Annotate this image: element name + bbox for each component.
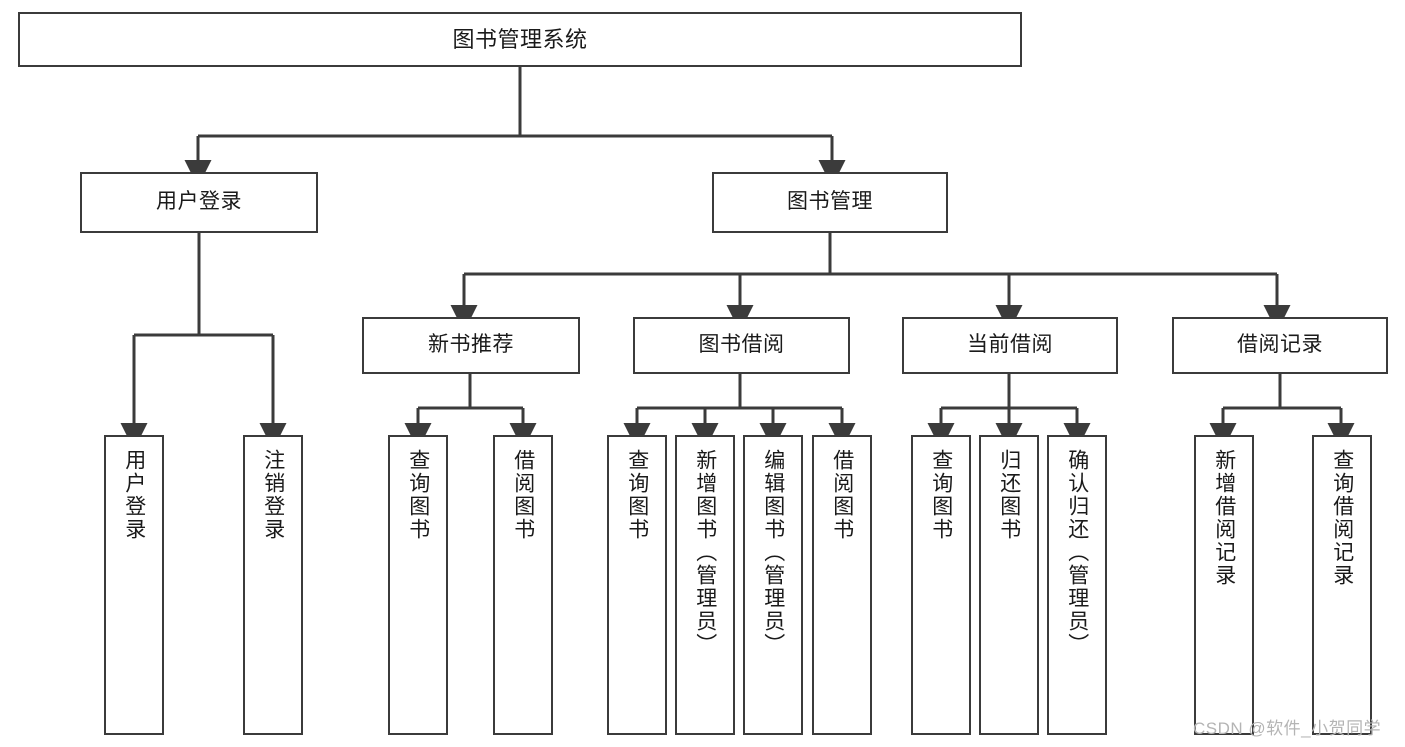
node-leaf-logout-login-label: 注销登录	[261, 449, 285, 541]
node-leaf-query-book-2[interactable]: 查询图书	[607, 435, 667, 735]
node-leaf-add-record[interactable]: 新增借阅记录	[1194, 435, 1254, 735]
node-leaf-user-login-label: 用户登录	[122, 449, 146, 541]
node-book-manage-label: 图书管理	[787, 190, 873, 214]
node-user-login-label: 用户登录	[156, 190, 242, 214]
node-root-label: 图书管理系统	[452, 26, 588, 52]
node-borrow-record-label: 借阅记录	[1237, 333, 1323, 357]
node-leaf-return-book[interactable]: 归还图书	[979, 435, 1039, 735]
node-leaf-query-record[interactable]: 查询借阅记录	[1312, 435, 1372, 735]
node-leaf-borrow-book-2[interactable]: 借阅图书	[812, 435, 872, 735]
node-new-book-recommend-label: 新书推荐	[428, 333, 514, 357]
node-leaf-query-book-2-label: 查询图书	[625, 449, 649, 541]
node-leaf-logout-login[interactable]: 注销登录	[243, 435, 303, 735]
watermark: CSDN @软件_小贺同学	[1193, 719, 1382, 738]
node-leaf-confirm-return[interactable]: 确认归还（管理员）	[1047, 435, 1107, 735]
node-leaf-borrow-book-1[interactable]: 借阅图书	[493, 435, 553, 735]
node-leaf-edit-book[interactable]: 编辑图书（管理员）	[743, 435, 803, 735]
node-leaf-borrow-book-2-label: 借阅图书	[830, 449, 854, 541]
node-new-book-recommend[interactable]: 新书推荐	[362, 317, 580, 374]
node-leaf-add-record-label: 新增借阅记录	[1212, 449, 1236, 587]
node-leaf-query-book-1-label: 查询图书	[406, 449, 430, 541]
node-leaf-query-book-3[interactable]: 查询图书	[911, 435, 971, 735]
node-leaf-borrow-book-1-label: 借阅图书	[511, 449, 535, 541]
node-leaf-user-login[interactable]: 用户登录	[104, 435, 164, 735]
node-book-borrow[interactable]: 图书借阅	[633, 317, 850, 374]
node-current-borrow-label: 当前借阅	[967, 333, 1053, 357]
node-leaf-confirm-return-label: 确认归还（管理员）	[1065, 449, 1089, 656]
node-leaf-add-book-label: 新增图书（管理员）	[693, 449, 717, 656]
node-leaf-add-book[interactable]: 新增图书（管理员）	[675, 435, 735, 735]
node-leaf-query-book-3-label: 查询图书	[929, 449, 953, 541]
node-leaf-query-book-1[interactable]: 查询图书	[388, 435, 448, 735]
node-book-borrow-label: 图书借阅	[698, 333, 785, 357]
node-current-borrow[interactable]: 当前借阅	[902, 317, 1118, 374]
node-leaf-return-book-label: 归还图书	[997, 449, 1021, 541]
node-book-manage[interactable]: 图书管理	[712, 172, 948, 233]
node-root[interactable]: 图书管理系统	[18, 12, 1022, 67]
node-borrow-record[interactable]: 借阅记录	[1172, 317, 1388, 374]
node-leaf-query-record-label: 查询借阅记录	[1330, 449, 1354, 587]
node-user-login[interactable]: 用户登录	[80, 172, 318, 233]
node-leaf-edit-book-label: 编辑图书（管理员）	[761, 449, 785, 656]
